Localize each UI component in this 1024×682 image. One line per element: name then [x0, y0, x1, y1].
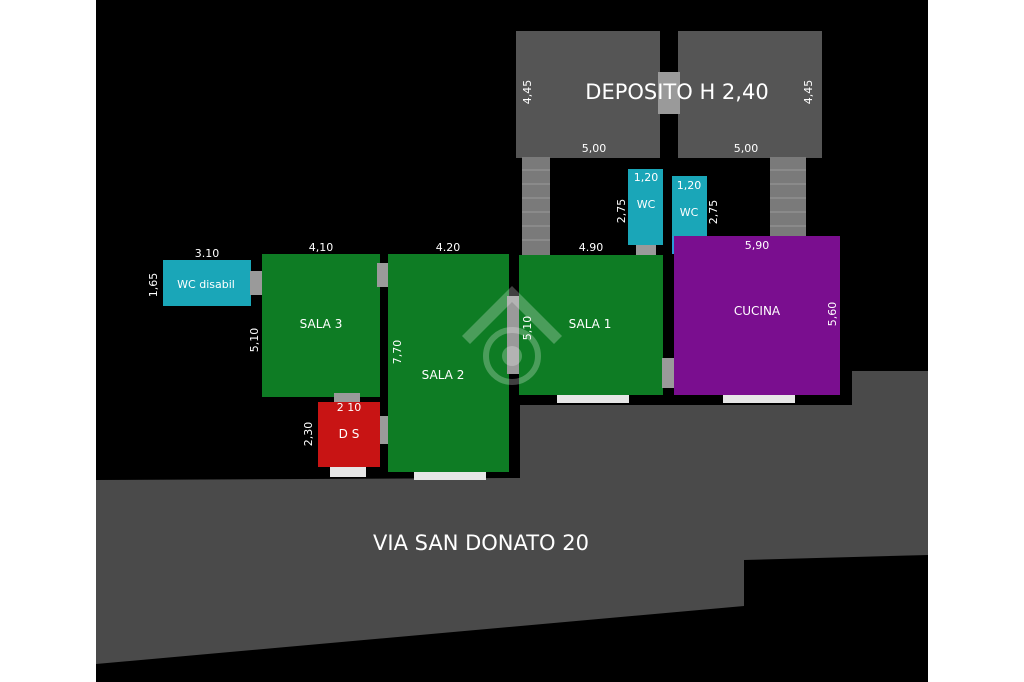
wc-disabled-label: WC disabil: [177, 278, 235, 291]
deposito-door: [658, 72, 680, 114]
sala-2-label: SALA 2: [422, 368, 465, 382]
sala-3-height: 5,10: [248, 328, 261, 353]
sala-1-label: SALA 1: [569, 317, 612, 331]
watermark-logo: [462, 286, 562, 385]
sala-3-door-right: [377, 263, 389, 287]
cucina-width: 5,90: [745, 239, 770, 252]
wc-disabled-door: [250, 271, 263, 295]
wc-upper-right-width: 1,20: [677, 179, 702, 192]
deposito-width-right: 5,00: [734, 142, 759, 155]
cucina-window: [723, 395, 795, 403]
sala-1: SALA 1 4.90 5,10: [507, 241, 674, 403]
wc-upper-left: WC 1,20 2,75: [615, 169, 663, 255]
ds-width: 2 10: [337, 401, 362, 414]
wc-upper-right-label: WC: [680, 206, 699, 219]
sala-1-width: 4.90: [579, 241, 604, 254]
deposito-left-block: [516, 31, 660, 158]
deposito-label: DEPOSITO H 2,40: [585, 80, 768, 104]
stairs-right: [770, 157, 806, 237]
cucina-label: CUCINA: [734, 304, 781, 318]
sala-2: SALA 2 4.20 7,70: [388, 241, 509, 480]
street-label: VIA SAN DONATO 20: [373, 531, 589, 555]
wc-disabled-height: 1,65: [147, 273, 160, 298]
wc-upper-left-label: WC: [637, 198, 656, 211]
sala-1-window: [557, 395, 629, 403]
ds-label: D S: [339, 427, 360, 441]
sala-2-window: [414, 472, 486, 480]
cucina-room: CUCINA 5,90 5,60: [674, 236, 840, 403]
deposito-height-left: 4,45: [521, 80, 534, 105]
wc-upper-right-height: 2,75: [707, 200, 720, 225]
sala-2-height: 7,70: [391, 340, 404, 365]
wc-upper-left-height: 2,75: [615, 199, 628, 224]
wc-upper-left-width: 1,20: [634, 171, 659, 184]
deposito-width-left: 5,00: [582, 142, 607, 155]
deposito-right-block: [678, 31, 822, 158]
wc-disabled: WC disabil 3.10 1,65: [147, 247, 263, 306]
stairs-left: [522, 157, 550, 255]
ds-height: 2,30: [302, 422, 315, 447]
ds-window: [330, 467, 366, 477]
wc-upper-left-door: [636, 245, 656, 255]
sala-2-width: 4.20: [436, 241, 461, 254]
sala-3-label: SALA 3: [300, 317, 343, 331]
sala-3: SALA 3 4,10 5,10: [248, 241, 389, 405]
sala-1-door-left: [507, 296, 519, 374]
deposito-height-right: 4,45: [802, 80, 815, 105]
deposito-room: DEPOSITO H 2,40 5,00 5,00 4,45 4,45: [516, 31, 822, 158]
sala-1-height: 5,10: [521, 316, 534, 341]
street-area: [96, 371, 928, 664]
cucina-height: 5,60: [826, 302, 839, 327]
sala-1-door-right: [662, 358, 674, 388]
sala-3-width: 4,10: [309, 241, 334, 254]
wc-disabled-width: 3.10: [195, 247, 220, 260]
